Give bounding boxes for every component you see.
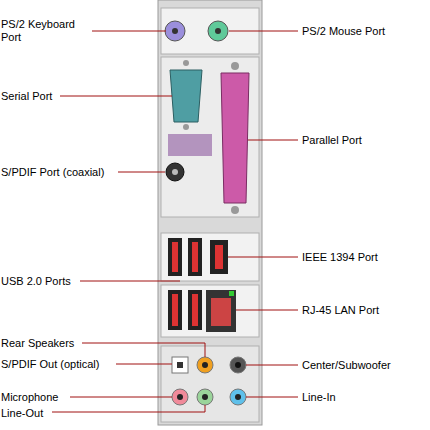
- usb-port: [188, 238, 202, 276]
- jack-center: [235, 394, 241, 400]
- serial-connector: [170, 70, 202, 122]
- led: [229, 291, 234, 296]
- leader-line: [248, 140, 298, 141]
- screw: [183, 124, 189, 130]
- port-label: RJ-45 LAN Port: [302, 304, 379, 317]
- port-label: USB 2.0 Ports: [1, 275, 71, 288]
- ps2-mouse-jack: [208, 21, 228, 41]
- legacy-area: [161, 57, 259, 217]
- leader-line: [80, 281, 180, 282]
- port-label: S/PDIF Out (optical): [1, 358, 99, 371]
- audio-jack: [230, 357, 246, 373]
- port-label: S/PDIF Port (coaxial): [1, 166, 104, 179]
- port-label: Parallel Port: [302, 134, 362, 147]
- port-label: Rear Speakers: [1, 337, 74, 350]
- port-label: Line-In: [302, 391, 336, 404]
- lan-area: [161, 285, 259, 337]
- port-label: PS/2 Keyboard Port: [1, 18, 81, 44]
- port-label: Center/Subwoofer: [302, 359, 391, 372]
- audio-jack: [172, 389, 188, 405]
- leader-line: [52, 405, 205, 412]
- leader-line: [82, 343, 205, 357]
- usb-port: [188, 290, 202, 330]
- optical-hole: [177, 362, 183, 368]
- leader-line: [70, 397, 172, 398]
- jack-center: [202, 394, 208, 400]
- leader-line: [236, 310, 298, 311]
- jack-center: [172, 28, 178, 34]
- port-label: Serial Port: [1, 90, 52, 103]
- ieee1394-port: [210, 240, 228, 274]
- jack-center: [235, 362, 241, 368]
- audio-jack: [197, 389, 213, 405]
- port-label: Line-Out: [1, 407, 43, 420]
- usb-tongue: [172, 294, 178, 326]
- usb-port: [168, 290, 182, 330]
- port-label: Microphone: [1, 391, 58, 404]
- leader-line: [92, 31, 166, 32]
- usb-port: [168, 238, 182, 276]
- leader-line: [228, 257, 298, 258]
- parallel-connector: [221, 73, 249, 203]
- jack-center: [215, 28, 221, 34]
- leader-lines: [52, 31, 298, 412]
- leader-line: [60, 96, 172, 97]
- usb-tongue: [192, 294, 198, 326]
- audio-area: [161, 346, 259, 422]
- screw: [231, 206, 239, 214]
- usb-tongue: [172, 242, 178, 272]
- audio-jack: [230, 389, 246, 405]
- audio-jack: [197, 357, 213, 373]
- optical-port: [172, 357, 188, 373]
- usb-tongue: [192, 242, 198, 272]
- panel-graphic: [168, 134, 212, 156]
- leader-line: [246, 397, 298, 398]
- port-label: IEEE 1394 Port: [302, 251, 378, 264]
- leader-line: [229, 31, 298, 32]
- ps2-keyboard-jack: [165, 21, 185, 41]
- jack-center: [202, 362, 208, 368]
- rj45-socket: [211, 298, 231, 326]
- ieee1394-tongue: [215, 245, 223, 269]
- leader-line: [246, 365, 298, 366]
- leader-line: [118, 172, 165, 173]
- screw: [183, 60, 189, 66]
- jack-center: [177, 394, 183, 400]
- screw: [231, 62, 239, 70]
- port-label: PS/2 Mouse Port: [302, 25, 385, 38]
- coax-jack: [166, 163, 184, 181]
- jack-center: [172, 169, 178, 175]
- leader-line: [116, 364, 172, 365]
- io-panel: [158, 0, 262, 425]
- rj45-port: [206, 290, 236, 332]
